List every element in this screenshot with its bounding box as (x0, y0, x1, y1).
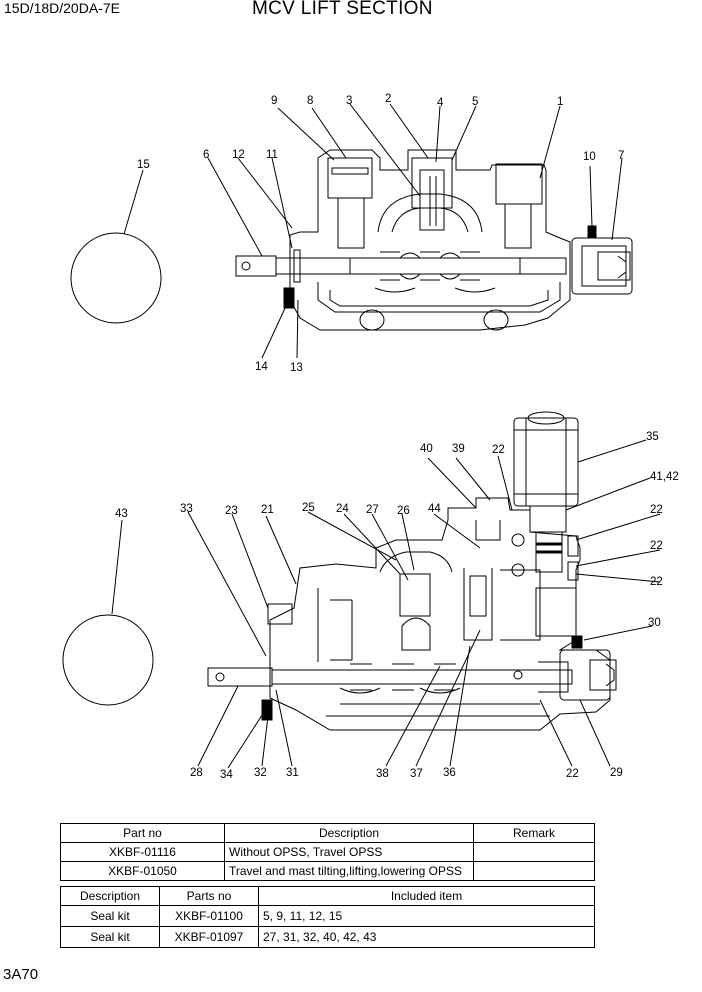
cell-description: Seal kit (60, 926, 160, 948)
callout-41-42: 41,42 (650, 471, 679, 483)
callout-labels: 9 8 3 2 4 5 1 6 12 11 10 7 15 14 13 35 4… (115, 93, 679, 781)
callout-22e: 22 (566, 768, 579, 780)
mcv-lift-section-drawing: 9 8 3 2 4 5 1 6 12 11 10 7 15 14 13 35 4… (62, 93, 679, 781)
callout-28: 28 (190, 767, 203, 779)
table-header-row: Description Parts no Included item (60, 886, 595, 906)
callout-22c: 22 (650, 540, 663, 552)
header-description: Description (60, 886, 160, 906)
bottom-section-view (62, 411, 661, 769)
cell-parts-no: XKBF-01100 (159, 905, 259, 927)
callout-25: 25 (302, 502, 315, 514)
callout-4: 4 (437, 97, 444, 109)
o-ring-15 (70, 232, 162, 324)
callout-23: 23 (225, 505, 238, 517)
page-title: MCV LIFT SECTION (252, 0, 433, 19)
callout-22d: 22 (650, 576, 663, 588)
callout-37: 37 (410, 768, 423, 780)
table-row: XKBF-01050 Travel and mast tilting,lifti… (60, 861, 595, 881)
seal-kit-table: Description Parts no Included item Seal … (60, 886, 595, 948)
top-section-view (70, 103, 633, 359)
callout-11: 11 (266, 149, 278, 161)
callout-39: 39 (452, 443, 465, 455)
cell-parts-no: XKBF-01097 (159, 926, 259, 948)
callout-13: 13 (290, 362, 303, 374)
callout-24: 24 (336, 503, 349, 515)
callout-15: 15 (137, 159, 150, 171)
part-number-table: Part no Description Remark XKBF-01116 Wi… (60, 823, 595, 881)
callout-32: 32 (254, 767, 267, 779)
cell-part-no: XKBF-01116 (60, 842, 225, 862)
callout-36: 36 (443, 767, 456, 779)
callout-40: 40 (420, 443, 433, 455)
callout-3: 3 (346, 95, 352, 107)
cell-part-no: XKBF-01050 (60, 861, 225, 881)
callout-9: 9 (271, 95, 277, 107)
callout-7: 7 (618, 150, 624, 162)
callout-26: 26 (397, 505, 410, 517)
callout-31: 31 (286, 767, 299, 779)
callout-21: 21 (261, 504, 274, 516)
callout-29: 29 (610, 767, 623, 779)
callout-8: 8 (307, 95, 313, 107)
header-parts-no: Parts no (159, 886, 259, 906)
callout-2: 2 (385, 93, 391, 105)
callout-35: 35 (646, 431, 659, 443)
callout-27: 27 (366, 504, 379, 516)
callout-34: 34 (220, 769, 233, 781)
callout-30: 30 (648, 617, 661, 629)
callout-12: 12 (232, 149, 245, 161)
cell-description: Travel and mast tilting,lifting,lowering… (224, 861, 474, 881)
o-ring-43 (62, 614, 154, 706)
cell-remark (473, 861, 595, 881)
table-header-row: Part no Description Remark (60, 823, 595, 843)
header-description: Description (224, 823, 474, 843)
cell-remark (473, 842, 595, 862)
callout-33: 33 (180, 503, 193, 515)
callout-1: 1 (557, 96, 563, 108)
table-row: Seal kit XKBF-01097 27, 31, 32, 40, 42, … (60, 926, 595, 948)
header-remark: Remark (473, 823, 595, 843)
callout-6: 6 (203, 149, 209, 161)
cell-included: 27, 31, 32, 40, 42, 43 (258, 926, 595, 948)
callout-22b: 22 (650, 504, 663, 516)
callout-38: 38 (376, 768, 389, 780)
table-row: XKBF-01116 Without OPSS, Travel OPSS (60, 842, 595, 862)
header-part-no: Part no (60, 823, 225, 843)
cell-description: Without OPSS, Travel OPSS (224, 842, 474, 862)
callout-10: 10 (583, 151, 596, 163)
model-label: 15D/18D/20DA-7E (4, 0, 120, 16)
cell-description: Seal kit (60, 905, 160, 927)
cell-included: 5, 9, 11, 12, 15 (258, 905, 595, 927)
page-code: 3A70 (3, 966, 39, 983)
callout-5: 5 (472, 96, 478, 108)
callout-43: 43 (115, 508, 128, 520)
callout-14: 14 (255, 361, 268, 373)
callout-22: 22 (492, 444, 505, 456)
callout-44: 44 (428, 503, 441, 515)
table-row: Seal kit XKBF-01100 5, 9, 11, 12, 15 (60, 905, 595, 927)
header-included-item: Included item (258, 886, 595, 906)
